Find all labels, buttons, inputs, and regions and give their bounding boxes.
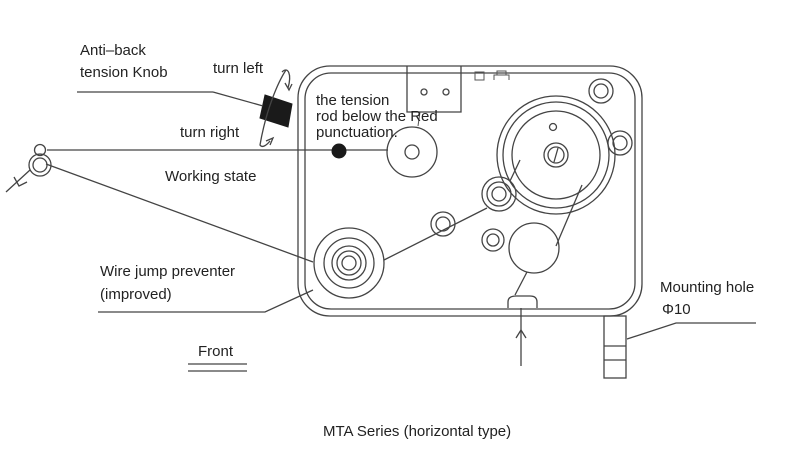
bracket-hole-right — [442, 88, 450, 96]
preventer-ring-5 — [341, 255, 357, 271]
drum-ring-1 — [496, 95, 616, 215]
post-body — [603, 315, 627, 379]
housing — [297, 65, 643, 317]
label-anti-back-2: tension Knob — [80, 64, 168, 81]
label-front: Front — [198, 343, 234, 360]
left-guide — [5, 143, 52, 193]
knob-body — [259, 94, 293, 128]
knob-leader-diagonal — [212, 91, 264, 107]
preventer-ring-4 — [336, 250, 362, 276]
guide-pulley-outer — [28, 153, 52, 177]
label-working-state: Working state — [165, 168, 256, 185]
bracket-hole-left — [420, 88, 428, 96]
main-drum — [496, 95, 616, 215]
preventer-ring-1 — [313, 227, 385, 299]
drum-ring-2 — [502, 101, 610, 209]
bracket-outline — [406, 66, 462, 113]
guide-rollers — [430, 78, 633, 252]
red-point-marker — [331, 143, 347, 159]
roller-right-inner — [612, 135, 628, 151]
anti-back-knob — [77, 69, 293, 148]
top-bracket — [406, 66, 462, 127]
roller-lower-inner — [486, 233, 500, 247]
mounting-hole-leader — [626, 322, 756, 340]
label-turn-left: turn left — [213, 60, 264, 77]
roller-top-right-inner — [593, 83, 609, 99]
drum-screw-slot — [553, 147, 559, 163]
tension-pulley-outer — [386, 126, 438, 178]
wire-in — [5, 169, 31, 193]
wire-roller-to-drum — [509, 159, 521, 182]
wire-drum-to-idler — [555, 184, 583, 247]
roller-right-outer — [607, 130, 633, 156]
wire-preventer-to-roller — [383, 207, 488, 261]
mounting-post — [603, 315, 627, 379]
top-tabs — [474, 70, 510, 81]
drum-ring-3 — [511, 110, 601, 200]
arrow-in-icon — [13, 176, 28, 187]
rotation-path — [259, 69, 287, 148]
wire-exit — [507, 295, 538, 366]
guide-pulley-inner — [32, 157, 48, 173]
wire-jump-leader — [98, 289, 314, 313]
diagram-title: MTA Series (horizontal type) — [323, 423, 511, 440]
label-mounting-hole-2: Φ10 — [662, 301, 691, 318]
wire-path — [45, 159, 583, 296]
drum-hub-inner — [547, 146, 565, 164]
label-turn-right: turn right — [180, 124, 240, 141]
turn-left-arrow-icon — [284, 82, 293, 92]
wire-jump-preventer — [313, 227, 385, 299]
label-wire-jump-1: Wire jump preventer — [100, 263, 235, 280]
arrow-up-icon — [515, 328, 527, 339]
wire-idler-to-exit — [514, 271, 528, 296]
exit-eyelet — [507, 295, 538, 308]
tension-rod-pulley — [386, 126, 438, 178]
roller-center-inner — [435, 216, 451, 232]
label-tension-rod-3: punctuation. — [316, 124, 398, 141]
turn-right-arrow-icon — [265, 136, 275, 146]
label-mounting-hole-1: Mounting hole — [660, 279, 754, 296]
roller-mid-outer — [481, 176, 517, 212]
guide-small-roller — [33, 143, 47, 157]
front-marker — [188, 363, 247, 372]
roller-center-outer — [430, 211, 456, 237]
drum-pin — [548, 122, 558, 132]
label-wire-jump-2: (improved) — [100, 286, 172, 303]
housing-inner — [304, 72, 636, 310]
drum-hub-outer — [543, 142, 569, 168]
tab-right — [493, 70, 510, 80]
preventer-ring-3 — [331, 245, 367, 281]
tab-left — [474, 71, 485, 81]
roller-mid-ring — [486, 181, 512, 207]
preventer-ring-2 — [323, 237, 375, 289]
label-anti-back-1: Anti–back — [80, 42, 146, 59]
roller-top-right-outer — [588, 78, 614, 104]
idler-wheel — [508, 222, 560, 274]
tension-pulley-hub — [404, 144, 420, 160]
turn-left-arc — [281, 69, 291, 89]
housing-outer — [297, 65, 643, 317]
wire-to-preventer — [45, 163, 314, 263]
roller-mid-inner — [491, 186, 507, 202]
label-tension-rod-1: the tension — [316, 92, 389, 109]
label-tension-rod-2: rod below the Red — [316, 108, 438, 125]
roller-lower-outer — [481, 228, 505, 252]
